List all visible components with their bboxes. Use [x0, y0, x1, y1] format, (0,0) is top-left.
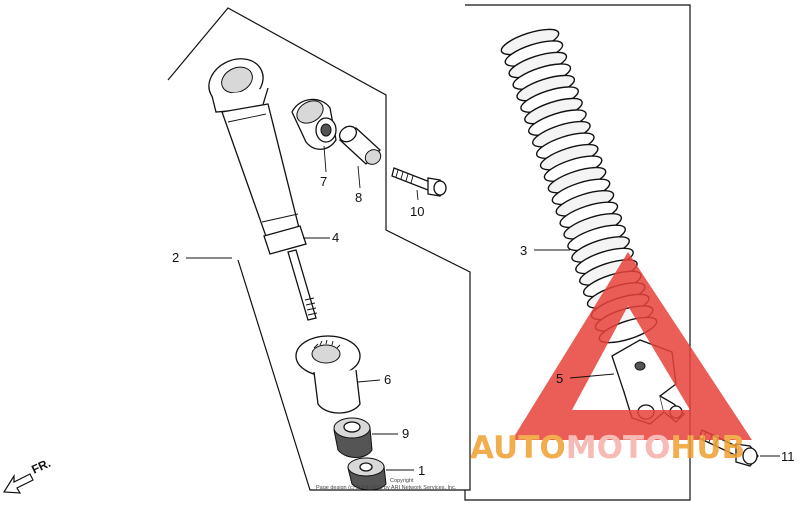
- watermark-text-auto: AUTO: [470, 430, 566, 466]
- rubber-part-9: [333, 417, 373, 458]
- callout-11: 11: [781, 449, 795, 464]
- callout-3: 3: [520, 243, 527, 258]
- callout-7: 7: [320, 174, 327, 189]
- bushing-part-8: [338, 125, 382, 165]
- front-direction-indicator: FR.: [2, 456, 53, 494]
- callout-2: 2: [172, 250, 179, 265]
- svg-text:AUTOMOTOHUB: AUTOMOTOHUB: [470, 430, 745, 466]
- callout-6: 6: [384, 372, 391, 387]
- collar-part-7: [291, 98, 337, 150]
- seat-part-6: [295, 335, 361, 414]
- copyright-line-1: Copyright: [390, 478, 414, 484]
- callout-10: 10: [410, 204, 424, 219]
- front-arrow-icon: [2, 473, 34, 494]
- callout-8: 8: [355, 190, 362, 205]
- callout-1: 1: [418, 463, 425, 478]
- callout-5: 5: [556, 371, 563, 386]
- automotohub-watermark-logo: AUTOMOTOHUB: [470, 252, 752, 466]
- shock-absorber: [208, 58, 318, 321]
- leader-lines: [186, 145, 780, 471]
- nut-part-1: [347, 457, 387, 491]
- copyright-line-2: Page design (c) 2004-2016 by ARI Network…: [316, 485, 457, 491]
- front-direction-label: FR.: [29, 456, 52, 477]
- bolt-part-10: [391, 167, 447, 197]
- spring-group-outline: [464, 4, 691, 501]
- shock-group-outline: [167, 7, 471, 491]
- callout-4: 4: [332, 230, 339, 245]
- copyright-notice: Copyright Page design (c) 2004-2016 by A…: [316, 478, 457, 491]
- watermark-text-hub: HUB: [670, 430, 745, 466]
- callout-9: 9: [402, 426, 409, 441]
- watermark-triangle: [512, 252, 752, 440]
- watermark-text-moto: MOTO: [566, 430, 671, 466]
